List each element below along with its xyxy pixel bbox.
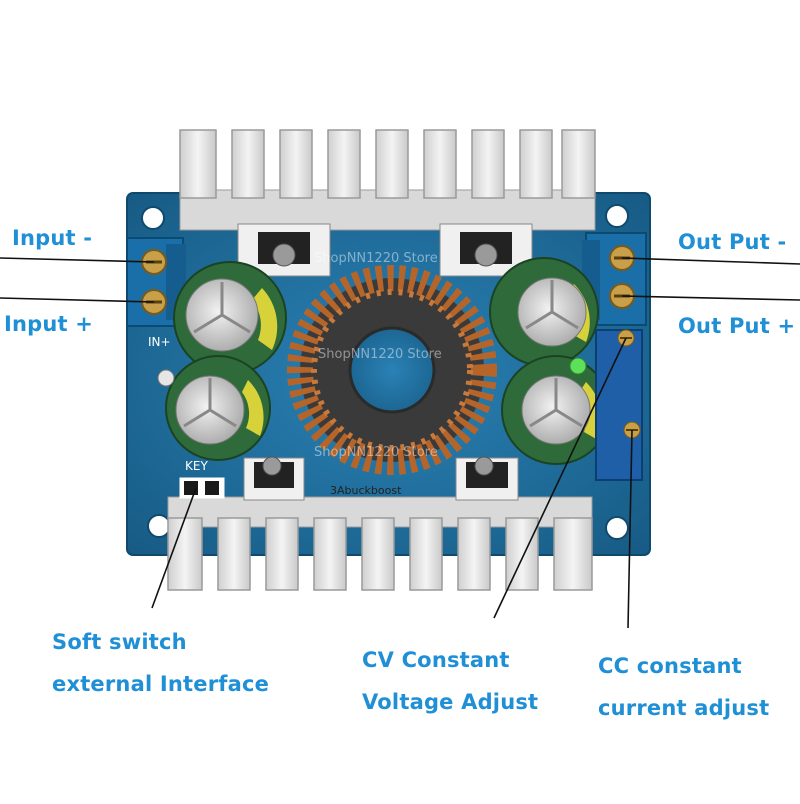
soft-switch-label-line1: Soft switch bbox=[52, 630, 187, 654]
input-plus-leader bbox=[0, 297, 155, 303]
fuse-component-icon bbox=[157, 369, 175, 387]
cv-label-line2: Voltage Adjust bbox=[362, 690, 539, 714]
adjust-area bbox=[569, 329, 643, 481]
cc-adjust-leader bbox=[627, 429, 633, 629]
silk-key: KEY bbox=[185, 459, 208, 473]
capacitor-top-right bbox=[489, 257, 599, 367]
watermark-top: ShopNN1220 Store bbox=[314, 251, 438, 266]
mounting-hole-icon bbox=[605, 516, 629, 540]
output-minus-leader bbox=[621, 257, 800, 265]
cc-label-line1: CC constant bbox=[598, 654, 742, 678]
watermark-bottom: ShopNN1220 Store bbox=[314, 445, 438, 460]
cv-adjust-leader bbox=[493, 337, 627, 619]
output-minus-label: Out Put - bbox=[678, 230, 787, 254]
soft-switch-leader bbox=[151, 487, 197, 609]
silk-in-plus: IN+ bbox=[148, 335, 171, 349]
mounting-hole-icon bbox=[147, 514, 171, 538]
bottom-mosfet-right bbox=[455, 456, 519, 501]
mounting-hole-icon bbox=[605, 204, 629, 228]
input-minus-label: Input - bbox=[12, 226, 93, 250]
key-connector bbox=[179, 477, 225, 499]
callout-lines bbox=[0, 257, 800, 629]
soft-switch-label-line2: external Interface bbox=[52, 672, 270, 696]
output-plus-label: Out Put + bbox=[678, 314, 796, 338]
bottom-heatsink bbox=[167, 496, 593, 591]
output-plus-leader bbox=[621, 295, 800, 301]
silk-board-name: 3Abuckboost bbox=[330, 484, 402, 497]
bottom-mosfet-left bbox=[243, 456, 305, 501]
cv-label-line1: CV Constant bbox=[362, 648, 510, 672]
watermark-mid: ShopNN1220 Store bbox=[318, 347, 442, 362]
cc-label-line2: current adjust bbox=[598, 696, 770, 720]
input-minus-leader bbox=[0, 257, 155, 263]
capacitor-bottom-right bbox=[501, 355, 611, 465]
capacitor-bottom-left bbox=[165, 355, 271, 461]
input-plus-label: Input + bbox=[4, 312, 94, 336]
capacitor-top-left bbox=[173, 261, 287, 375]
toroidal-inductor bbox=[287, 265, 497, 475]
top-heatsink bbox=[179, 129, 596, 231]
mounting-hole-icon bbox=[141, 206, 165, 230]
led-icon bbox=[569, 357, 587, 375]
